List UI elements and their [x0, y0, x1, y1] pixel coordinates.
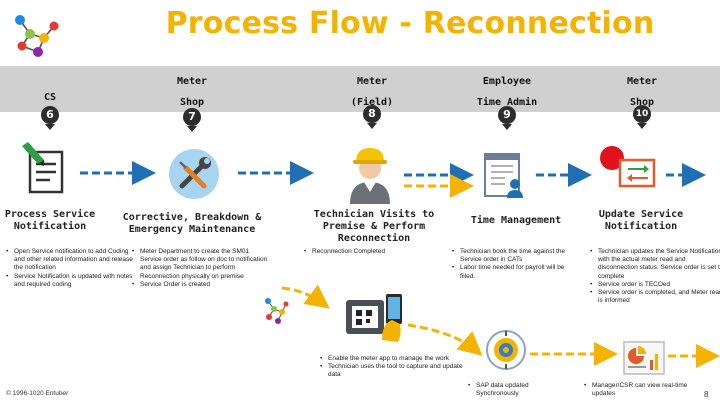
role-employee-time-admin: Employee Time Admin [476, 76, 538, 108]
page-title: Process Flow - Reconnection [165, 6, 655, 41]
role-meter-shop-2: Meter Shop [626, 76, 658, 108]
step-bullets-2: Meter Department to create the SM01 Serv… [130, 248, 270, 289]
step-number-10: 10 [633, 105, 651, 123]
role-band [0, 66, 720, 112]
document-pen-icon [22, 142, 64, 194]
step-number-6: 6 [41, 106, 59, 124]
wrench-screwdriver-icon [169, 149, 219, 199]
step-bullets-4: Technician book the time against the Ser… [450, 248, 580, 281]
step-bullets-5: Technician updates the Service Notificat… [588, 248, 720, 305]
step-name-update-service-notification: Update Service Notification [598, 209, 684, 232]
step-pointer [187, 126, 197, 132]
step-pointer [637, 123, 647, 129]
step-pointer [502, 124, 512, 130]
app-bullets: Enable the meter app to manage the work … [318, 355, 464, 380]
step-bullets-3: Reconnection Completed [302, 248, 442, 256]
company-logo [15, 15, 59, 57]
dashboard-icon [623, 341, 665, 375]
timesheet-icon [484, 153, 523, 198]
role-cs: CS [43, 92, 57, 103]
step-name-process-service-notification: Process Service Notification [4, 209, 96, 232]
sap-sync-icon [486, 330, 526, 370]
step-name-corrective-maintenance: Corrective, Breakdown & Emergency Mainte… [122, 212, 262, 235]
update-notification-icon [600, 146, 656, 188]
page-number: 8 [704, 390, 709, 399]
step-name-technician-visit: Technician Visits to Premise & Perform R… [313, 209, 435, 244]
mobile-app-icon [346, 294, 402, 342]
step-number-9: 9 [498, 106, 516, 124]
step-bullets-1: Open Service notification to add Coding … [4, 248, 140, 289]
sap-bullets: SAP data updated Synchronously [466, 382, 560, 398]
step-number-7: 7 [183, 108, 201, 126]
role-meter-field: Meter (Field) [350, 76, 394, 108]
step-pointer [367, 123, 377, 129]
role-meter-shop: Meter Shop [176, 76, 208, 108]
copyright: © 1996-1020 Entuber [6, 390, 69, 397]
small-logo-icon [265, 298, 289, 324]
dashboard-bullets: Manager/CSR can view real-time updates [582, 382, 692, 398]
step-name-time-management: Time Management [470, 215, 562, 226]
step-pointer [45, 124, 55, 130]
step-number-8: 8 [363, 105, 381, 123]
technician-icon [350, 148, 390, 204]
